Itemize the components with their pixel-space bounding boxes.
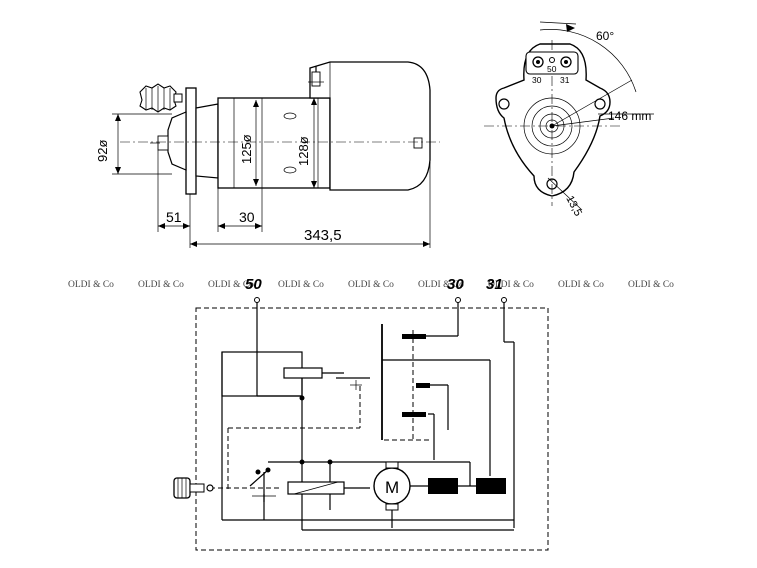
relay-coil	[283, 367, 323, 379]
end-term-31: 31	[560, 75, 570, 85]
dim-13-5-label: 13,5	[563, 194, 584, 219]
watermark-row: OLDI & Co OLDI & Co OLDI & Co OLDI & Co …	[68, 280, 674, 290]
dim-146-label: 146 mm	[608, 109, 651, 123]
terminal-31-post	[501, 297, 507, 303]
side-view: 92ø 125ø 128ø 51 30 343,5	[95, 61, 440, 248]
watermark-text: OLDI & Co	[558, 280, 604, 290]
terminal-31-label: 31	[486, 276, 503, 293]
contact-upper	[402, 334, 426, 339]
motor-label: M	[385, 478, 399, 497]
mounting-flange	[185, 87, 197, 195]
watermark-text: OLDI & Co	[418, 280, 464, 290]
field-winding-left	[428, 478, 458, 494]
angle-60-label: 60°	[596, 29, 614, 43]
motor-body	[217, 97, 331, 189]
watermark-text: OLDI & Co	[68, 280, 114, 290]
terminal-50-post	[254, 297, 260, 303]
schematic-enclosure	[195, 307, 549, 551]
dim-51-label: 51	[166, 209, 182, 225]
terminal-30-label: 30	[447, 276, 464, 293]
mount-hole-right	[594, 98, 606, 110]
end-term-50: 50	[547, 64, 557, 74]
watermark-text: OLDI & Co	[208, 280, 254, 290]
solenoid-housing	[309, 61, 431, 191]
watermark-text: OLDI & Co	[488, 280, 534, 290]
end-view: 30 50 31 60° 146 mm 13,5	[484, 21, 654, 219]
terminal-50-label: 50	[245, 276, 262, 293]
dim-125-label: 125ø	[239, 134, 254, 164]
dim-128-label: 128ø	[296, 136, 311, 166]
contact-lower	[402, 412, 426, 417]
watermark-text: OLDI & Co	[348, 280, 394, 290]
watermark-text: OLDI & Co	[138, 280, 184, 290]
pinion-gear	[139, 83, 183, 113]
terminal-30-post	[455, 297, 461, 303]
mount-hole-left	[498, 98, 510, 110]
dim-30-label: 30	[239, 209, 255, 225]
field-winding-right	[476, 478, 506, 494]
wiring-schematic: 50 30 31	[173, 276, 549, 551]
contact-middle	[416, 383, 430, 388]
nose-housing	[167, 111, 187, 171]
watermark-text: OLDI & Co	[628, 280, 674, 290]
dim-92-label: 92ø	[95, 140, 110, 162]
watermark-text: OLDI & Co	[278, 280, 324, 290]
end-term-30: 30	[532, 75, 542, 85]
dim-total-label: 343,5	[304, 227, 342, 244]
